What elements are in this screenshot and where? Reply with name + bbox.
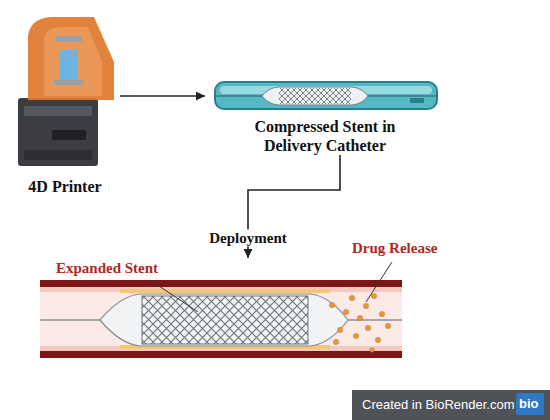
callout-label: Drug Release <box>352 240 460 257</box>
watermark-badge <box>352 390 550 420</box>
catheter-illustration <box>215 82 437 109</box>
printer-illustration <box>18 17 114 166</box>
printer-node: 4D Printer <box>10 18 120 196</box>
vessel-illustration <box>40 280 402 358</box>
leader-lines <box>150 262 392 312</box>
catheter-node: Compressed Stent in Delivery Catheter <box>205 75 445 155</box>
watermark-logo: bio <box>519 396 539 411</box>
connector-arrow <box>120 95 205 97</box>
edge-label: Deployment <box>206 230 290 247</box>
drug-particles <box>329 293 390 352</box>
watermark-text: Created in BioRender.com <box>362 397 514 412</box>
vessel-node: Expanded StentDrug Release <box>40 258 460 363</box>
node-caption: Compressed Stent in Delivery Catheter <box>245 118 405 155</box>
node-caption: 4D Printer <box>10 178 120 196</box>
callout-label: Expanded Stent <box>56 260 196 277</box>
